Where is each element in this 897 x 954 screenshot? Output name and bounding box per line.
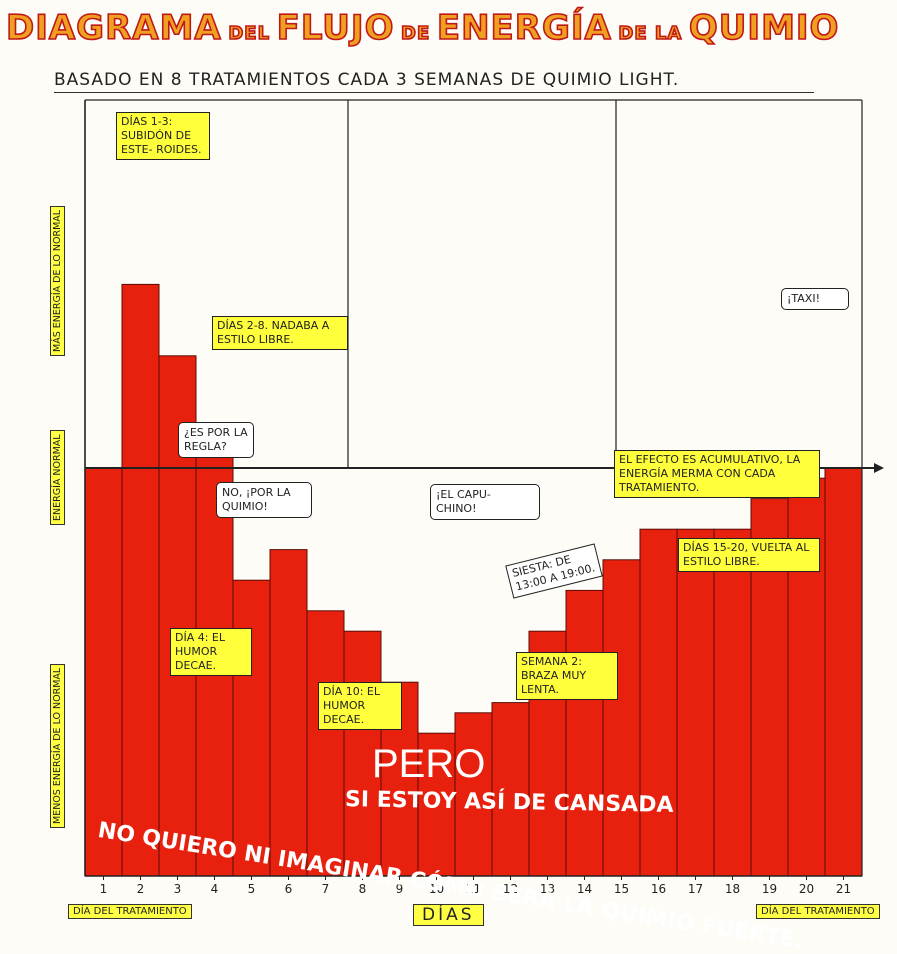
bar-day-10 xyxy=(417,732,456,877)
x-tick-label: 6 xyxy=(285,882,293,896)
normal-line-arrow xyxy=(874,463,884,473)
x-tick-label: 17 xyxy=(688,882,703,896)
bar-day-16 xyxy=(639,528,678,877)
y-label-bottom: Menos energía de lo normal xyxy=(50,663,65,828)
x-tick-label: 1 xyxy=(100,882,108,896)
bar-day-14 xyxy=(565,589,604,877)
bar-day-7 xyxy=(306,610,345,877)
x-tick-label: 5 xyxy=(248,882,256,896)
note-breaststroke: Semana 2: braza muy lenta. xyxy=(516,652,618,700)
bar-day-17 xyxy=(676,528,715,877)
x-tick-label: 3 xyxy=(174,882,182,896)
x-axis-label: DÍAS xyxy=(413,904,484,926)
x-tick-label: 19 xyxy=(762,882,777,896)
bar-day-18 xyxy=(713,528,752,877)
bar-day-15 xyxy=(602,559,641,877)
x-tick-label: 20 xyxy=(799,882,814,896)
note-freestyle: Días 2-8. Nadaba a estilo libre. xyxy=(212,316,348,350)
x-tick-label: 11 xyxy=(466,882,481,896)
x-tick-label: 12 xyxy=(503,882,518,896)
x-tick-label: 7 xyxy=(322,882,330,896)
note-steroids: Días 1-3: subidón de este- roides. xyxy=(116,112,210,160)
x-tick-label: 18 xyxy=(725,882,740,896)
chart-title: DIAGRAMA DEL FLUJO DE ENERGÍA DE LA QUIM… xyxy=(5,7,891,68)
x-tick-label: 21 xyxy=(836,882,851,896)
y-label-top: Más energía de lo normal xyxy=(50,205,65,356)
note-mood-day4: Día 4: el humor decae. xyxy=(170,628,252,676)
bar-day-1 xyxy=(84,467,123,877)
title-word: FLUJO xyxy=(276,7,395,49)
bubble-period: ¿Es por la regla? xyxy=(178,422,254,458)
title-word: DIAGRAMA xyxy=(5,7,222,49)
bar-day-5 xyxy=(232,579,271,877)
note-cumulative-effect: El efecto es acumulativo, la energía mer… xyxy=(614,450,820,498)
note-mood-day10: Día 10: el humor decae. xyxy=(318,682,402,730)
x-tick-label: 9 xyxy=(396,882,404,896)
bar-day-21 xyxy=(824,467,863,877)
bars-group xyxy=(84,283,863,877)
x-tick-label: 13 xyxy=(540,882,555,896)
bubble-cappuccino: ¡El capu- chino! xyxy=(430,484,540,520)
message-pero: PERO xyxy=(372,742,486,786)
x-tick-label: 14 xyxy=(577,882,592,896)
bubble-taxi: ¡TAXI! xyxy=(781,288,849,310)
note-back-to-freestyle: Días 15-20, vuelta al estilo libre. xyxy=(678,538,820,572)
bubble-chemo: No, ¡por la quimio! xyxy=(216,482,312,518)
x-tick-label: 4 xyxy=(211,882,219,896)
title-word: DE xyxy=(400,22,431,45)
bar-day-11 xyxy=(454,712,493,877)
title-word: QUIMIO xyxy=(688,7,840,49)
title-word: ENERGÍA xyxy=(436,7,612,49)
x-tick-label: 2 xyxy=(137,882,145,896)
x-tick-label: 8 xyxy=(359,882,367,896)
chart-subtitle: BASADO EN 8 TRATAMIENTOS CADA 3 SEMANAS … xyxy=(54,70,814,93)
x-tick-label: 10 xyxy=(429,882,444,896)
title-word: DE LA xyxy=(618,22,683,45)
bar-day-2 xyxy=(121,283,160,877)
bar-day-8 xyxy=(343,630,382,877)
x-tick-label: 15 xyxy=(614,882,629,896)
x-foot-left: Día del tratamiento xyxy=(68,904,192,919)
x-foot-right: Día del tratamiento xyxy=(756,904,880,919)
title-word: DEL xyxy=(228,22,271,45)
y-label-mid: Energía normal xyxy=(50,430,65,525)
x-tick-label: 16 xyxy=(651,882,666,896)
bar-day-6 xyxy=(269,549,308,877)
